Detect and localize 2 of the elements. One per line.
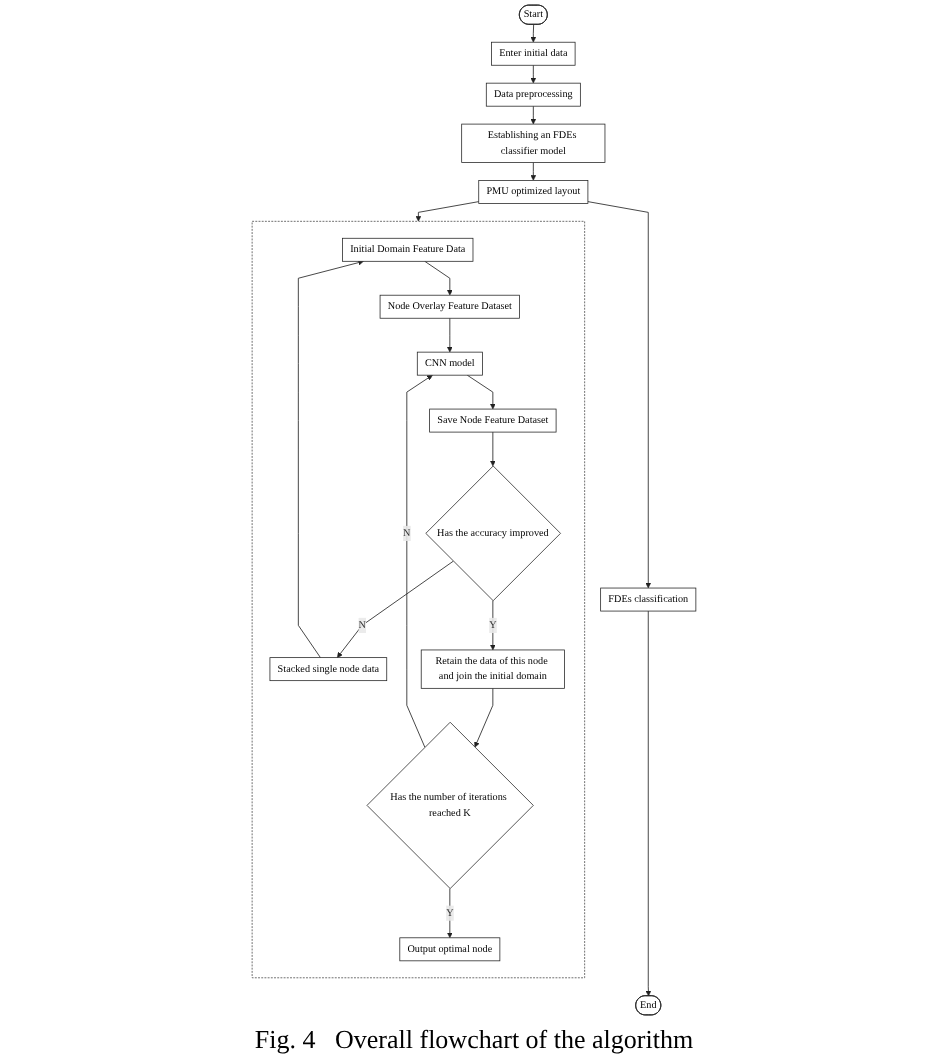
cluster [251,220,586,979]
figure-caption: Fig. 4 Overall flowchart of the algorithm [254,1022,694,1058]
